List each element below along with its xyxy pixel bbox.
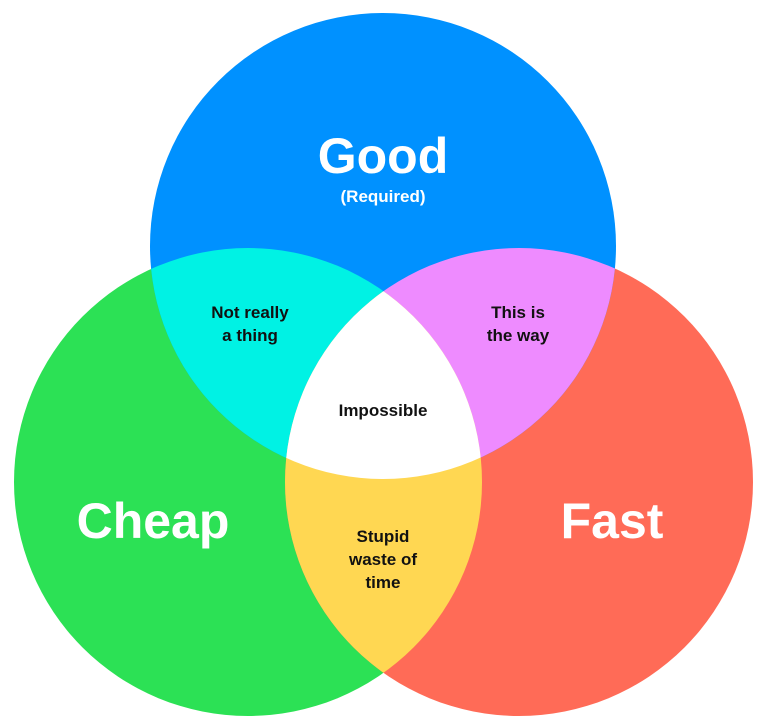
good-cheap-label-line2: a thing [222, 326, 278, 345]
cheap-fast-label-line1: Stupid [357, 527, 410, 546]
all-label: Impossible [339, 401, 428, 420]
cheap-fast-label-line3: time [366, 573, 401, 592]
good-sublabel: (Required) [341, 187, 426, 206]
cheap-label: Cheap [77, 493, 230, 549]
good-cheap-label-line1: Not really [211, 303, 289, 322]
all-overlap [285, 248, 482, 479]
good-label: Good [318, 128, 449, 184]
good-fast-label-line2: the way [487, 326, 550, 345]
good-fast-label-line1: This is [491, 303, 545, 322]
fast-label: Fast [561, 493, 664, 549]
cheap-fast-label-line2: waste of [348, 550, 417, 569]
